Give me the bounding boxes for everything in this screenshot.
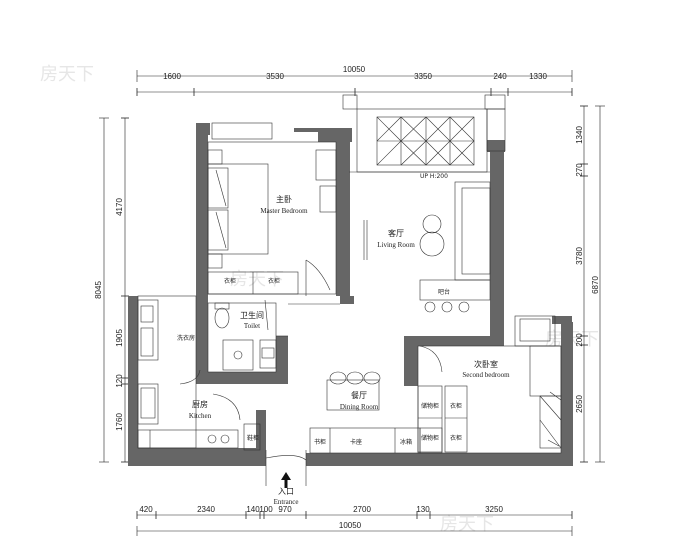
wardrobe-label-2: 衣柜 — [268, 277, 280, 285]
entrance-en: Entrance — [274, 498, 299, 506]
dining-room-cn: 餐厅 — [351, 391, 367, 400]
bottom-dim-7: 130 — [416, 505, 430, 514]
living-room-cn: 客厅 — [388, 228, 404, 238]
cabinet-label-4: 储物柜 — [421, 434, 439, 442]
entrance-arrow-icon — [281, 472, 291, 488]
top-dim-3: 3350 — [414, 72, 432, 81]
top-dim-1: 1600 — [163, 72, 181, 81]
bottom-dim-3: 140 — [246, 505, 260, 514]
entrance-cn: 入口 — [278, 487, 294, 496]
bottom-dim-5: 970 — [278, 505, 292, 514]
cabinet-label-3: 储物柜 — [421, 402, 439, 410]
kitchen-cn: 厨房 — [192, 399, 208, 409]
fridge-label: 冰箱 — [400, 438, 412, 446]
bottom-dim-8: 3250 — [485, 505, 503, 514]
shoe-cabinet-label: 鞋柜 — [247, 434, 259, 442]
outlines — [137, 108, 562, 486]
master-bedroom-en: Master Bedroom — [260, 207, 308, 215]
right-dim-4: 200 — [575, 333, 584, 347]
wardrobe-label-4: 衣柜 — [450, 434, 462, 442]
wardrobe-label-1: 衣柜 — [224, 277, 236, 285]
toilet-en: Toilet — [244, 322, 260, 330]
right-dim-1: 1340 — [575, 126, 584, 144]
walls — [128, 94, 573, 466]
watermark-4: 房天下 — [440, 514, 494, 535]
bottom-dim-1: 420 — [139, 505, 153, 514]
wardrobe-label-3: 衣柜 — [450, 402, 462, 410]
left-dim-2: 1905 — [115, 329, 124, 347]
top-dim-4: 240 — [493, 72, 507, 81]
left-dim-3: 120 — [115, 374, 124, 388]
left-total-dim: 8045 — [94, 281, 103, 299]
watermark-1: 房天下 — [40, 64, 94, 85]
kitchen-en: Kitchen — [189, 412, 212, 420]
watermark-2: 房天下 — [230, 269, 284, 290]
bottom-dim-6: 2700 — [353, 505, 371, 514]
right-dimension: 1340 270 3780 200 2650 6870 — [575, 105, 605, 463]
right-dim-5: 2650 — [575, 395, 584, 413]
left-dim-1: 4170 — [115, 198, 124, 216]
left-dimension: 8045 4170 1905 120 1760 — [94, 117, 129, 463]
furniture-labels: UP H:200 吧台 洗衣房 衣柜 衣柜 衣柜 衣柜 鞋柜 书柜 卡座 储物柜… — [177, 173, 462, 446]
right-dim-3: 3780 — [575, 247, 584, 265]
top-total-dim: 10050 — [343, 65, 366, 74]
laundry-label: 洗衣房 — [177, 334, 195, 342]
bottom-dim-2: 2340 — [197, 505, 215, 514]
master-bedroom-cn: 主卧 — [276, 194, 292, 204]
right-total-dim: 6870 — [591, 276, 600, 294]
up-label: UP H:200 — [420, 173, 448, 180]
cabinet-label-2: 卡座 — [350, 438, 362, 446]
living-room-en: Living Room — [377, 241, 415, 249]
bar-label: 吧台 — [438, 288, 450, 296]
bottom-total-dim: 10050 — [339, 521, 362, 530]
cabinet-label-1: 书柜 — [314, 438, 326, 446]
second-bedroom-en: Second bedroom — [462, 371, 510, 379]
dining-room-en: Dining Room — [340, 403, 379, 411]
right-dim-2: 270 — [575, 163, 584, 177]
left-dim-4: 1760 — [115, 413, 124, 431]
bottom-dimension: 420 2340 140 100 970 2700 130 3250 10050 — [136, 505, 573, 536]
toilet-cn: 卫生间 — [240, 310, 264, 320]
top-dim-2: 3530 — [266, 72, 284, 81]
top-dim-5: 1330 — [529, 72, 547, 81]
room-labels: 主卧 Master Bedroom 客厅 Living Room 卫生间 Toi… — [189, 194, 510, 506]
second-bedroom-cn: 次卧室 — [474, 359, 498, 369]
bottom-dim-4: 100 — [259, 505, 273, 514]
top-dimension: 10050 1600 3530 3350 240 1330 — [136, 65, 573, 96]
